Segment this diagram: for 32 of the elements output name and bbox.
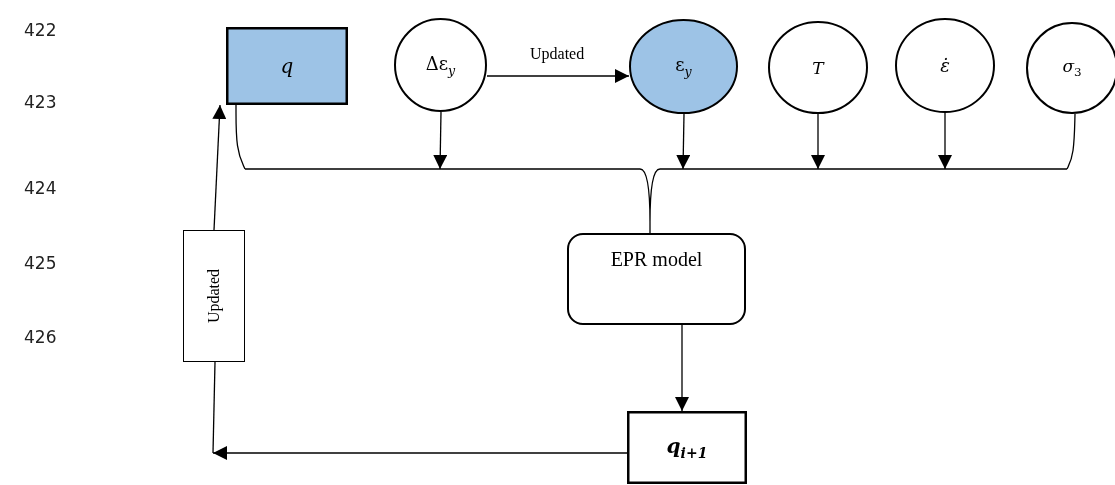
variable-circle bbox=[895, 18, 995, 113]
variable-label: Δε$_{y}$ bbox=[425, 52, 456, 78]
arrow bbox=[486, 69, 630, 83]
process-box bbox=[567, 233, 746, 325]
arrow bbox=[675, 324, 689, 412]
variable-label: ε$_{y}$ bbox=[675, 54, 692, 79]
line-number: 425 bbox=[24, 253, 57, 273]
arrow bbox=[212, 446, 628, 460]
arrow bbox=[811, 113, 825, 170]
line-number: 423 bbox=[24, 92, 57, 112]
variable-circle bbox=[394, 18, 487, 112]
arrow bbox=[676, 113, 691, 170]
line-number: 424 bbox=[24, 178, 57, 198]
line-number: 422 bbox=[24, 20, 57, 40]
line-number: 426 bbox=[24, 327, 57, 347]
arrow bbox=[938, 112, 952, 170]
process-label: EPR model bbox=[610, 247, 703, 271]
variable-label: ε̇ bbox=[940, 55, 950, 76]
arrow bbox=[433, 111, 448, 170]
variable-label: q$_{i+1}$ bbox=[666, 434, 708, 461]
variable-label: σ$_{3}$ bbox=[1062, 56, 1082, 80]
arrow bbox=[212, 104, 227, 231]
curly-brace bbox=[245, 167, 1067, 222]
variable-circle bbox=[629, 19, 738, 114]
variable-label: q bbox=[280, 54, 294, 78]
variable-box bbox=[226, 27, 348, 105]
variable-label: T bbox=[812, 57, 824, 78]
label-box bbox=[183, 230, 245, 362]
edge-label: Updated bbox=[528, 45, 587, 63]
vertical-label: Updated bbox=[205, 268, 223, 324]
output-box bbox=[627, 411, 747, 484]
variable-circle bbox=[768, 21, 868, 114]
